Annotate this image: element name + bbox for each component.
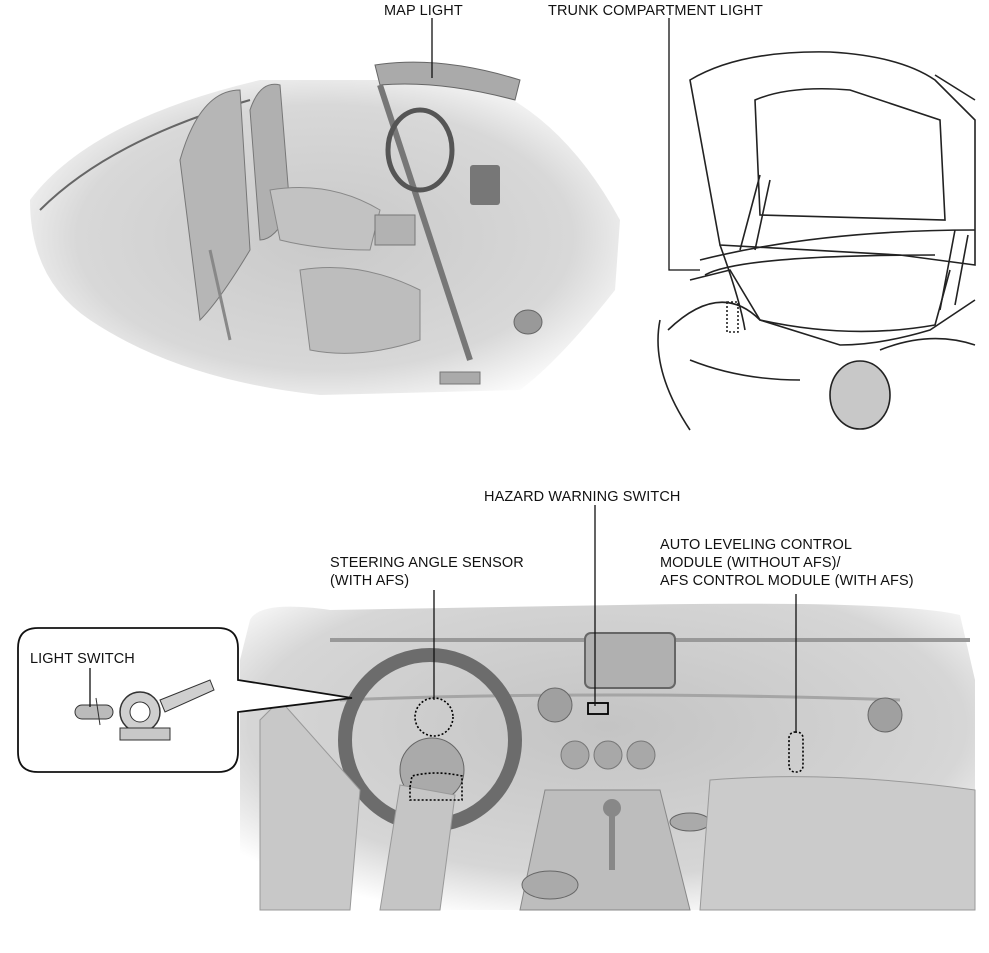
trunk-light-location-marker bbox=[726, 301, 739, 333]
light-switch-label: LIGHT SWITCH bbox=[30, 651, 135, 667]
dashboard-illustration bbox=[240, 603, 976, 911]
convertible-interior-illustration bbox=[30, 61, 620, 395]
hazard-warning-switch-label: HAZARD WARNING SWITCH bbox=[484, 489, 681, 505]
light-switch-icon bbox=[74, 679, 215, 741]
trunk-compartment-light-label: TRUNK COMPARTMENT LIGHT bbox=[548, 3, 763, 19]
steering-angle-sensor-label: STEERING ANGLE SENSOR (WITH AFS) bbox=[330, 555, 524, 589]
trunk-line-drawing bbox=[657, 51, 976, 431]
leader-lines bbox=[89, 18, 797, 733]
map-light-label: MAP LIGHT bbox=[384, 3, 463, 19]
hazard-switch-marker bbox=[587, 702, 609, 715]
light-switch-callout bbox=[17, 627, 353, 773]
afs-control-module-label: AUTO LEVELING CONTROL MODULE (WITHOUT AF… bbox=[660, 537, 914, 589]
